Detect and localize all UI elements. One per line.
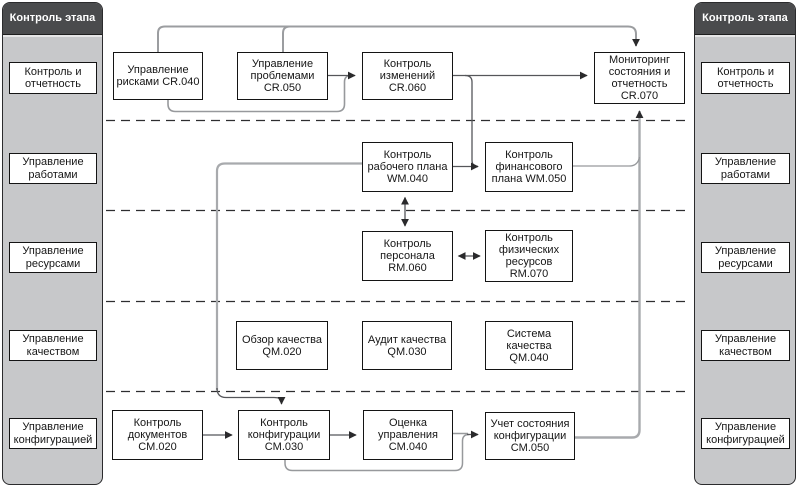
node-label: Учет состояния конфигурации CM.050: [490, 418, 570, 454]
node-label: Контроль рабочего плана WM.040: [367, 149, 448, 185]
node-label: Мониторинг состояния и отчетность CR.070: [608, 54, 671, 102]
right-control-panel: Контроль этапа Контроль и отчетность Упр…: [694, 2, 796, 485]
lane-separators: [106, 119, 691, 393]
node-label: Контроль документов CM.020: [127, 417, 188, 453]
left-item-resource-management: Управление ресурсами: [9, 242, 97, 273]
edge-cr040-cr070-top: [157, 25, 640, 52]
right-item-resource-management: Управление ресурсами: [701, 242, 790, 273]
edge-wm040-cm030-arrow: [216, 387, 286, 405]
node-wm-050: Контроль финансового плана WM.050: [485, 142, 573, 192]
node-label: Оценка управления CM.040: [378, 417, 438, 453]
edge-cm050-cr070: [575, 110, 644, 439]
node-rm-060: Контроль персонала RM.060: [362, 231, 453, 281]
right-item-configuration-management: Управление конфигурацией: [701, 418, 790, 449]
edge-wm050-cr070-branch: [573, 156, 641, 167]
node-rm-070: Контроль физических ресурсов RM.070: [485, 230, 573, 282]
node-wm-040: Контроль рабочего плана WM.040: [362, 142, 453, 192]
right-panel-header: Контроль этапа: [695, 3, 795, 35]
node-cr-060: Контроль изменений CR.060: [362, 52, 453, 100]
node-label: Управление рисками CR.040: [116, 64, 200, 88]
node-cm-020: Контроль документов CM.020: [112, 410, 203, 460]
node-qm-020: Обзор качества QM.020: [236, 321, 328, 370]
right-item-work-management: Управление работами: [701, 153, 790, 184]
node-label: Контроль конфигурации CM.030: [247, 417, 321, 453]
node-cm-040: Оценка управления CM.040: [363, 410, 453, 460]
node-label: Контроль финансового плана WM.050: [491, 149, 567, 185]
node-cm-050: Учет состояния конфигурации CM.050: [485, 412, 575, 460]
left-item-quality-management: Управление качеством: [9, 330, 97, 361]
node-label: Аудит качества QM.030: [367, 333, 447, 358]
node-label: Контроль персонала RM.060: [380, 238, 435, 274]
node-label: Система качества QM.040: [506, 327, 552, 364]
edge-wm040-cm030-vertical: [215, 162, 362, 390]
node-cr-070: Мониторинг состояния и отчетность CR.070: [594, 52, 685, 104]
node-cr-040: Управление рисками CR.040: [113, 52, 203, 100]
edge-cr050-top-branch: [282, 25, 291, 52]
node-qm-030: Аудит качества QM.030: [362, 321, 452, 370]
node-cr-050: Управление проблемами CR.050: [237, 52, 328, 100]
left-item-control-reporting: Контроль и отчетность: [9, 62, 97, 94]
node-label: Управление проблемами CR.050: [250, 58, 315, 94]
edge-cm030-cm050-loop: [284, 433, 470, 472]
edge-cr040-cr060-loop: [167, 74, 354, 113]
node-cm-030: Контроль конфигурации CM.030: [238, 410, 330, 460]
node-label: Контроль изменений CR.060: [379, 58, 436, 94]
left-panel-header: Контроль этапа: [3, 3, 102, 35]
left-item-configuration-management: Управление конфигурацией: [9, 418, 97, 449]
left-control-panel: Контроль этапа Контроль и отчетность Упр…: [2, 2, 103, 485]
left-item-work-management: Управление работами: [9, 153, 97, 184]
node-label: Контроль физических ресурсов RM.070: [498, 232, 560, 280]
right-item-control-reporting: Контроль и отчетность: [701, 62, 790, 94]
node-label: Обзор качества QM.020: [242, 333, 322, 358]
right-item-quality-management: Управление качеством: [701, 330, 790, 361]
node-qm-040: Система качества QM.040: [485, 321, 573, 370]
